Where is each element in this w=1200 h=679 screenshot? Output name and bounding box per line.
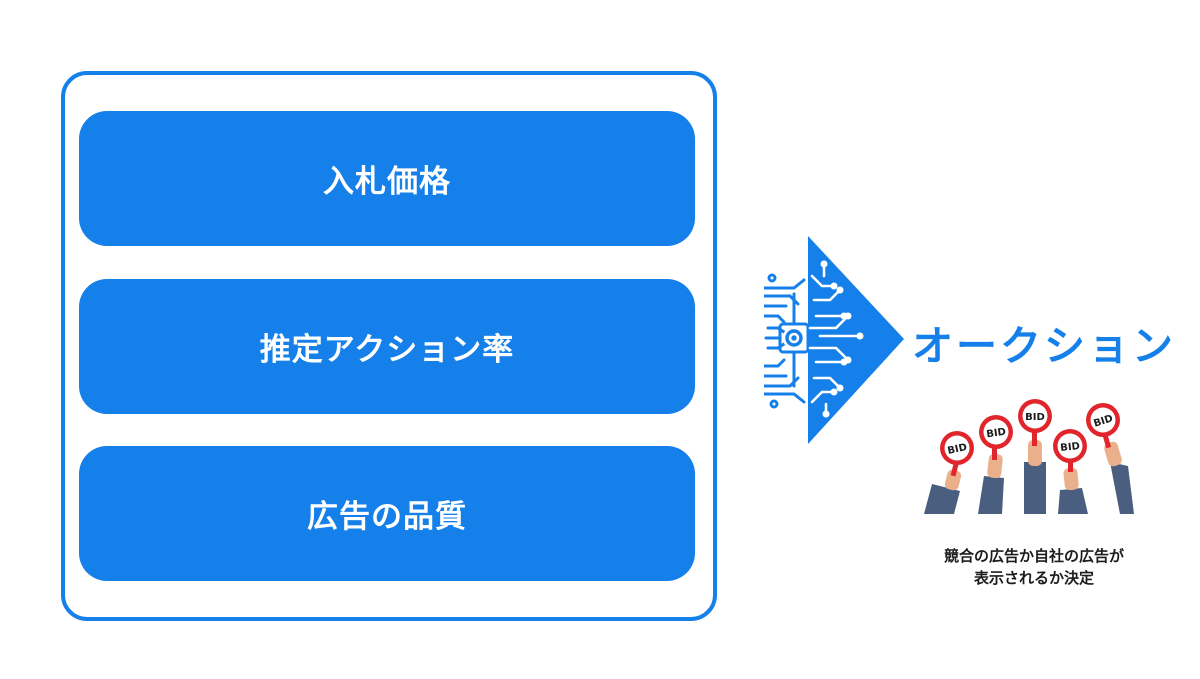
bid-paddles-illustration: BID BID BID BID BID (924, 399, 1134, 514)
factor-label: 入札価格 (323, 164, 451, 200)
bid-paddle-label: BID (947, 442, 969, 457)
auction-title: オークション (912, 322, 1176, 370)
factor-label: 推定アクション率 (259, 332, 515, 368)
circuit-arrow-icon (764, 236, 904, 444)
caption-line: 表示されるか決定 (973, 569, 1094, 587)
auction-caption: 競合の広告か自社の広告が 表示されるか決定 (900, 545, 1168, 589)
bid-paddle-label: BID (1025, 412, 1045, 423)
bid-paddle-label: BID (986, 427, 1007, 441)
factor-estimated-action-rate: 推定アクション率 (79, 279, 695, 414)
caption-line: 競合の広告か自社の広告が (943, 547, 1124, 565)
factor-ad-quality: 広告の品質 (79, 446, 695, 581)
factor-bid-price: 入札価格 (79, 111, 695, 246)
factor-label: 広告の品質 (307, 499, 467, 535)
bid-paddle-label: BID (1060, 441, 1081, 454)
